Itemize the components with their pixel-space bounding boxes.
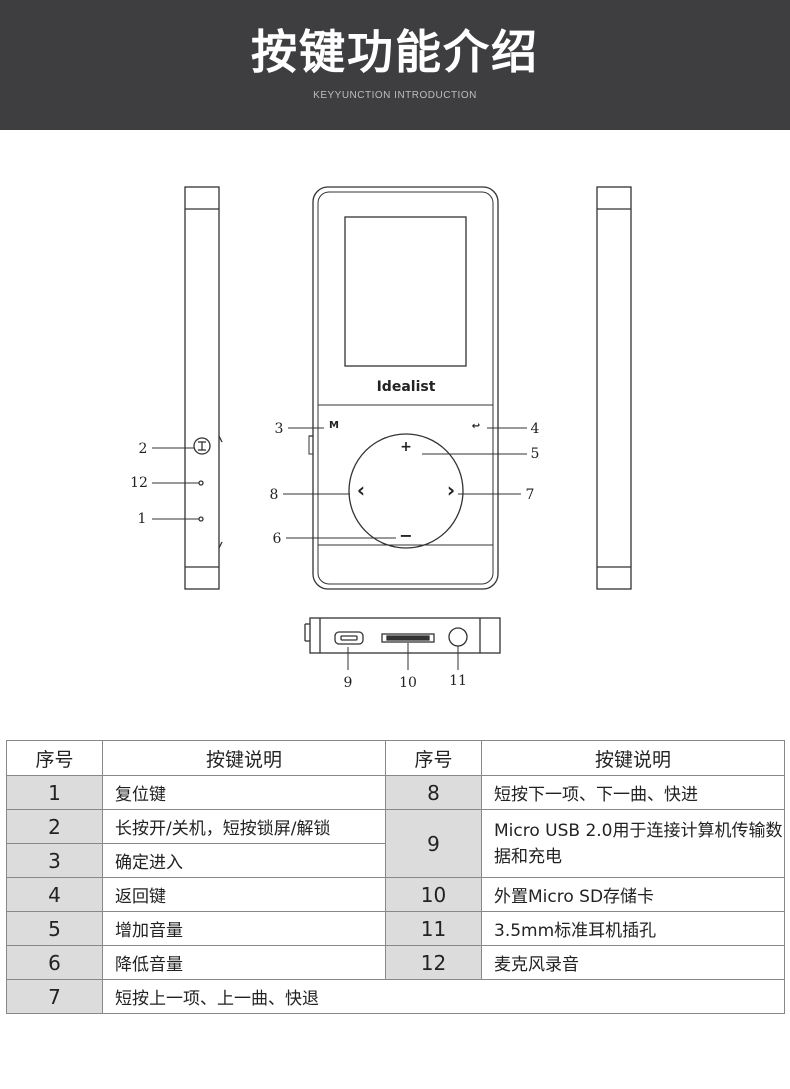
right-side-view	[596, 186, 632, 590]
header-num: 序号	[385, 740, 482, 776]
row-desc: 短按上一项、上一曲、快退	[102, 979, 785, 1014]
row-desc: 外置Micro SD存储卡	[481, 877, 785, 912]
row-desc: 3.5mm标准耳机插孔	[481, 911, 785, 946]
row-num: 10	[385, 877, 482, 912]
callout-12: 12	[130, 475, 148, 491]
header-desc: 按键说明	[102, 740, 386, 776]
callout-6: 6	[273, 531, 282, 547]
row-desc: 确定进入	[102, 843, 386, 878]
row-num: 1	[6, 775, 103, 810]
callout-8: 8	[270, 487, 279, 503]
table-row: 7 短按上一项、上一曲、快退	[6, 979, 785, 1014]
m-button-label: M	[329, 420, 339, 431]
row-num: 12	[385, 945, 482, 980]
key-function-table: 序号 按键说明 序号 按键说明 1 复位键 8 短按下一项、下一曲、快进 2 长…	[6, 740, 785, 1014]
callout-2: 2	[139, 441, 148, 457]
reset-hole-icon	[198, 516, 204, 522]
page-title: 按键功能介绍	[251, 25, 539, 79]
row-desc: 增加音量	[102, 911, 386, 946]
next-button-icon: ›	[447, 478, 455, 502]
bottom-view	[304, 617, 501, 654]
table-row: 5 增加音量 11 3.5mm标准耳机插孔	[6, 911, 785, 946]
row-desc: 长按开/关机，短按锁屏/解锁	[102, 809, 386, 844]
row-desc: 短按下一项、下一曲、快进	[481, 775, 785, 810]
row-num: 8	[385, 775, 482, 810]
row-num: 6	[6, 945, 103, 980]
table-row: 1 复位键 8 短按下一项、下一曲、快进	[6, 775, 785, 810]
table-row: 6 降低音量 12 麦克风录音	[6, 945, 785, 980]
row-num: 11	[385, 911, 482, 946]
row-num: 3	[6, 843, 103, 878]
table-row: 2 长按开/关机，短按锁屏/解锁 9 Micro USB 2.0用于连接计算机传…	[6, 809, 785, 878]
sd-card-slot	[381, 633, 435, 643]
screen	[344, 216, 467, 367]
header-banner: 按键功能介绍 KEYYUNCTION INTRODUCTION	[0, 0, 790, 130]
callout-5: 5	[531, 446, 540, 462]
row-num: 5	[6, 911, 103, 946]
callout-4: 4	[531, 421, 540, 437]
brand-label: Idealist	[377, 379, 436, 395]
back-button-icon: ↩	[472, 421, 480, 432]
minus-button-icon: −	[399, 526, 412, 545]
row-num: 7	[6, 979, 103, 1014]
row-num: 9	[385, 809, 482, 878]
device-diagram: Idealist M ↩ + − ‹ › 2	[130, 186, 632, 691]
header-num: 序号	[6, 740, 103, 776]
callout-7: 7	[526, 487, 535, 503]
row-desc: 返回键	[102, 877, 386, 912]
microphone-hole-icon	[198, 480, 204, 486]
row-num: 4	[6, 877, 103, 912]
table-row: 3 确定进入	[6, 843, 785, 878]
table-header-row: 序号 按键说明 序号 按键说明	[6, 740, 785, 776]
header-desc: 按键说明	[481, 740, 785, 776]
table-row: 4 返回键 10 外置Micro SD存储卡	[6, 877, 785, 912]
row-desc: 麦克风录音	[481, 945, 785, 980]
headphone-jack	[448, 627, 468, 647]
row-desc: 复位键	[102, 775, 386, 810]
micro-usb-port	[334, 631, 364, 645]
row-desc: 降低音量	[102, 945, 386, 980]
callout-11: 11	[449, 673, 467, 689]
prev-button-icon: ‹	[357, 478, 365, 502]
plus-button-icon: +	[400, 439, 412, 455]
callout-3: 3	[275, 421, 284, 437]
page-subtitle: KEYYUNCTION INTRODUCTION	[313, 90, 477, 101]
navigation-wheel	[348, 433, 464, 549]
callout-10: 10	[399, 675, 417, 691]
row-desc: Micro USB 2.0用于连接计算机传输数据和充电	[481, 809, 785, 878]
callout-lines	[152, 427, 527, 670]
row-num: 2	[6, 809, 103, 844]
left-side-view	[184, 186, 223, 590]
front-view	[308, 186, 499, 590]
callout-9: 9	[344, 675, 353, 691]
callout-1: 1	[138, 511, 147, 527]
